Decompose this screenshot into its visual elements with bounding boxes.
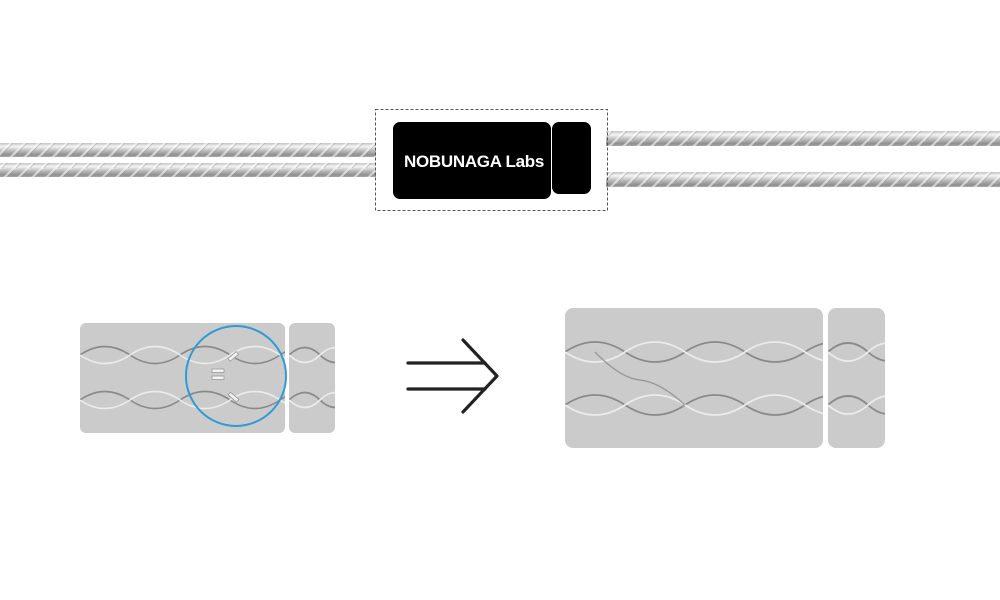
cable-top-right bbox=[606, 131, 1000, 146]
after-conductor-waves bbox=[565, 341, 823, 416]
double-arrow-right-icon bbox=[406, 338, 499, 414]
splitter-main-block bbox=[393, 122, 551, 199]
before-diagram bbox=[80, 323, 335, 433]
before-cap-block bbox=[289, 323, 335, 433]
cable-bottom-left bbox=[0, 163, 376, 177]
before-main-block bbox=[80, 323, 285, 433]
after-main-block bbox=[565, 308, 823, 448]
cut-marker-icon bbox=[211, 351, 240, 403]
cable-bottom-right bbox=[606, 172, 1000, 187]
splitter-cap-block bbox=[552, 122, 591, 194]
after-cap-block bbox=[828, 308, 885, 448]
cable-top-left bbox=[0, 143, 376, 157]
highlight-circle bbox=[185, 325, 287, 427]
selection-outline bbox=[375, 109, 608, 211]
before-conductor-waves bbox=[80, 345, 285, 410]
brand-label: NOBUNAGA Labs bbox=[404, 152, 544, 171]
splitter-body: NOBUNAGA Labs bbox=[393, 122, 591, 199]
after-diagram bbox=[565, 308, 885, 448]
